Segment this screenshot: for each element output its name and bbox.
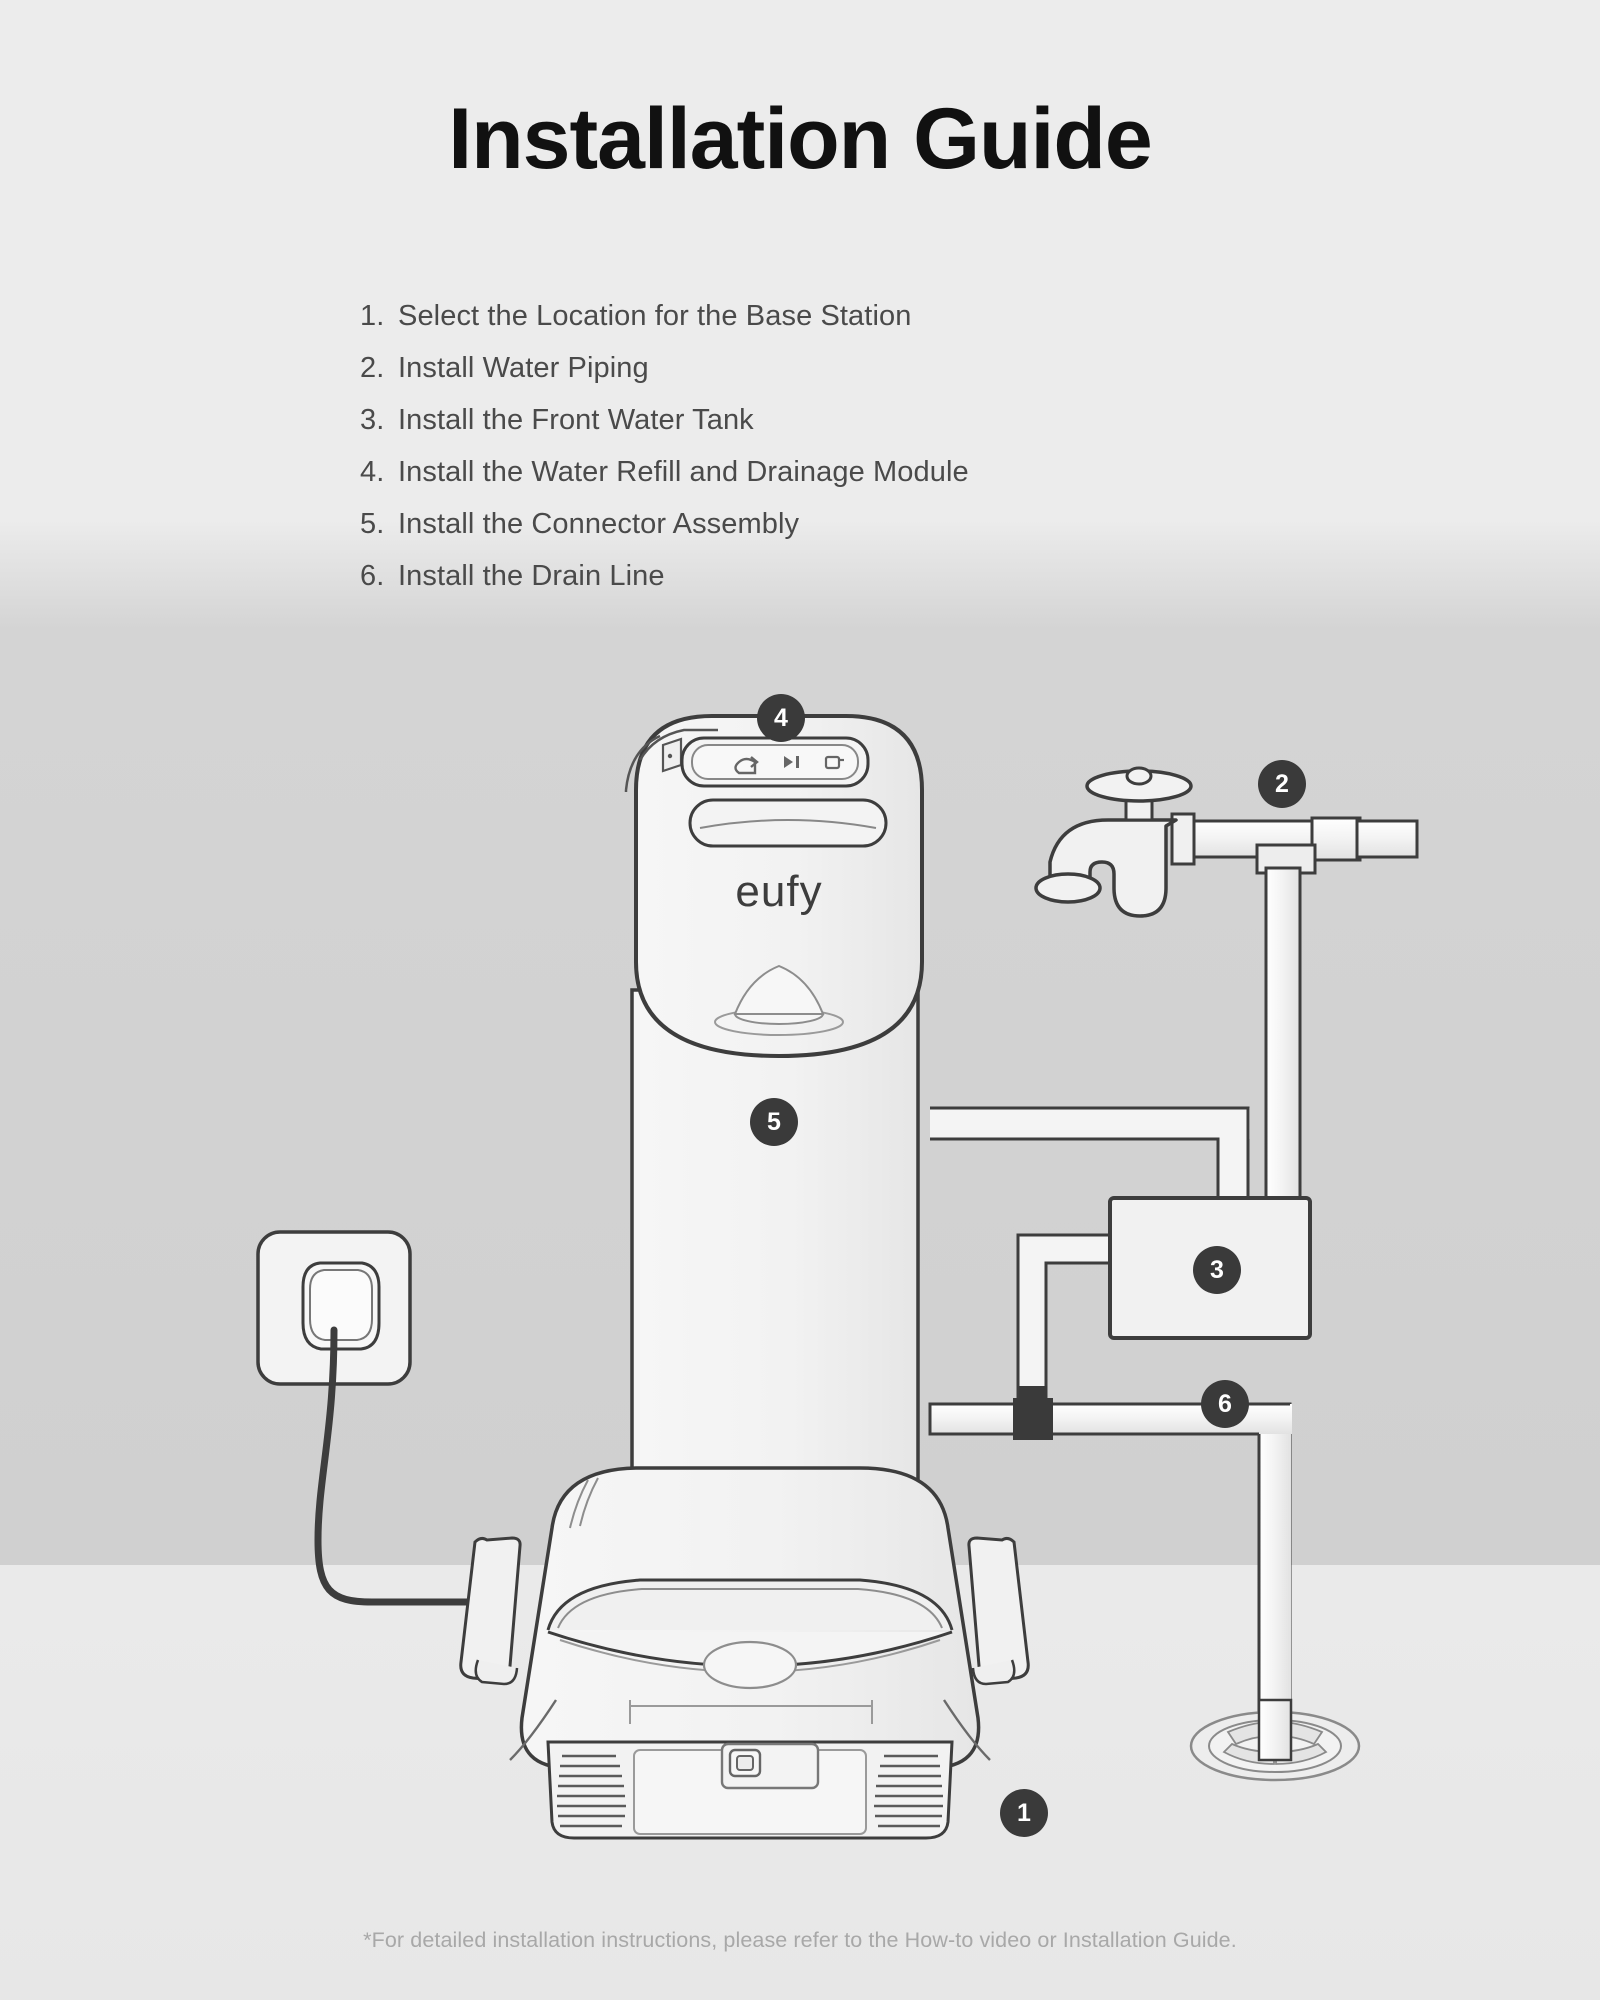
step-label: Install Water Piping (398, 352, 649, 384)
drain-line (928, 1386, 1361, 1782)
step-label: Install the Drain Line (398, 560, 665, 592)
list-item: 2. Install Water Piping (360, 342, 1260, 394)
steps-list: 1. Select the Location for the Base Stat… (360, 290, 1260, 602)
power-outlet (256, 1230, 412, 1386)
power-cable (314, 1326, 502, 1606)
connector-assembly (630, 988, 920, 1494)
step-number: 5. (360, 508, 385, 540)
dock-icon[interactable] (824, 755, 844, 770)
badge-2[interactable]: 2 (1258, 760, 1306, 808)
control-panel[interactable] (680, 736, 870, 788)
water-piping-faucet (1034, 766, 1419, 1200)
robot-vacuum (459, 1466, 1030, 1840)
badge-5[interactable]: 5 (750, 1098, 798, 1146)
list-item: 6. Install the Drain Line (360, 550, 1260, 602)
step-label: Install the Water Refill and Drainage Mo… (398, 456, 969, 488)
floor-drain-grate (1189, 1698, 1361, 1782)
list-item: 5. Install the Connector Assembly (360, 498, 1260, 550)
step-number: 3. (360, 404, 385, 436)
step-number: 2. (360, 352, 385, 384)
water-refill-drainage-module: eufy (624, 714, 924, 1059)
vertical-supply-pipe (1264, 866, 1302, 1200)
play-pause-icon[interactable] (784, 756, 799, 768)
step-number: 6. (360, 560, 385, 592)
list-item: 1. Select the Location for the Base Stat… (360, 290, 1260, 342)
robot-side-mop-arms (459, 1536, 1030, 1686)
badge-4[interactable]: 4 (757, 694, 805, 742)
step-label: Select the Location for the Base Station (398, 300, 912, 332)
badge-1[interactable]: 1 (1000, 1789, 1048, 1837)
footnote: *For detailed installation instructions,… (363, 1928, 1237, 1952)
brand-logo: eufy (735, 867, 822, 916)
list-item: 3. Install the Front Water Tank (360, 394, 1260, 446)
step-label: Install the Connector Assembly (398, 508, 800, 540)
svg-text:eufy: eufy (735, 867, 822, 916)
step-label: Install the Front Water Tank (398, 404, 754, 436)
water-droplet-icon (714, 964, 844, 1036)
recharge-icon[interactable] (734, 756, 759, 775)
step-number: 1. (360, 300, 385, 332)
badge-6[interactable]: 6 (1201, 1380, 1249, 1428)
robot-vents (557, 1754, 943, 1828)
page-title: Installation Guide (448, 91, 1153, 187)
list-item: 4. Install the Water Refill and Drainage… (360, 446, 1260, 498)
faucet (1048, 818, 1178, 918)
step-number: 4. (360, 456, 385, 488)
badge-3[interactable]: 3 (1193, 1246, 1241, 1294)
